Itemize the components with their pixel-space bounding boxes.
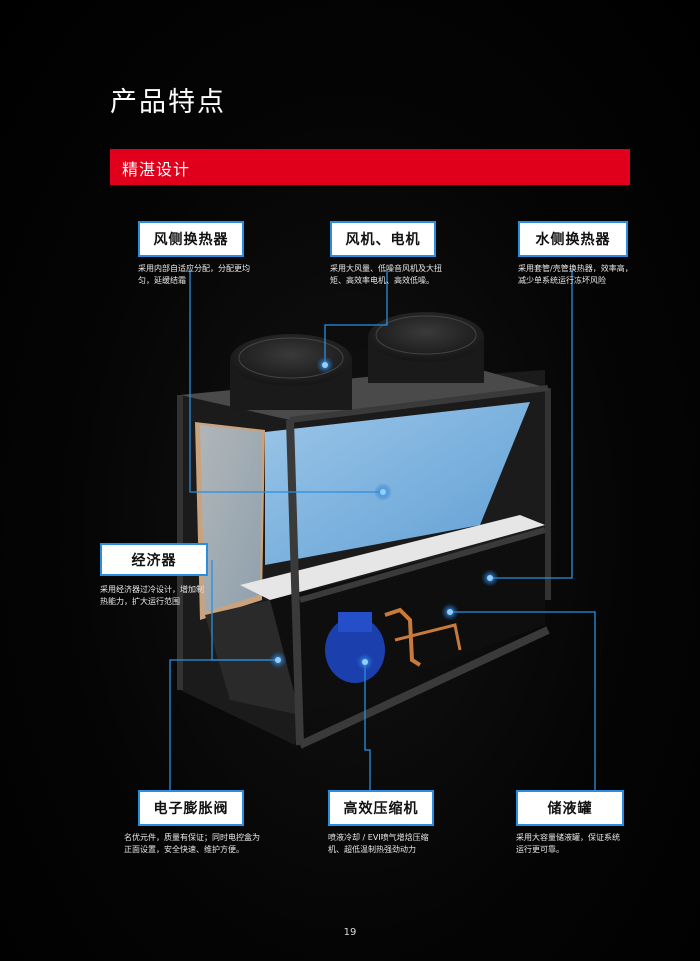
compressor-desc: 喷液冷却 / EVI喷气增焓压缩机、超低温制热强劲动力 <box>328 833 429 854</box>
electronic-expansion-valve-label: 电子膨胀阀 <box>138 790 244 826</box>
compressor-label: 高效压缩机 <box>328 790 434 826</box>
water-side-heat-exchanger-label: 水侧换热器 <box>518 221 628 257</box>
fan-motor-label: 风机、电机 <box>330 221 436 257</box>
fan-left-icon <box>230 334 352 410</box>
fan-motor-desc: 采用大风量、低噪音风机及大扭矩、高效率电机、高效低噪。 <box>330 264 442 285</box>
callout-lines <box>169 270 596 800</box>
receiver-tank-desc: 采用大容量储液罐，保证系统运行更可靠。 <box>516 833 620 854</box>
economizer-label: 经济器 <box>100 543 208 576</box>
air-side-heat-exchanger-desc: 采用内部自适应分配，分配更均匀，延缓结霜 <box>138 264 250 285</box>
air-side-heat-exchanger-label: 风侧换热器 <box>138 221 244 257</box>
receiver-tank-label: 储液罐 <box>516 790 624 826</box>
section-title: 精湛设计 <box>122 160 191 179</box>
electronic-expansion-valve-desc: 名优元件，质量有保证；同时电控盒为正面设置，安全快速、维护方便。 <box>124 833 260 854</box>
fan-right-icon <box>368 312 484 383</box>
callout-markers <box>269 356 499 671</box>
section-header-bar: 精湛设计 <box>110 149 630 185</box>
page-number: 19 <box>343 927 357 938</box>
economizer-desc: 采用经济器过冷设计，增加制热能力，扩大运行范围 <box>100 585 204 606</box>
water-side-heat-exchanger-desc: 采用套管/壳管换热器，效率高，减少单系统运行冻坏风险 <box>518 264 633 285</box>
page-title: 产品特点 <box>110 87 226 118</box>
unit-frame <box>177 367 551 749</box>
